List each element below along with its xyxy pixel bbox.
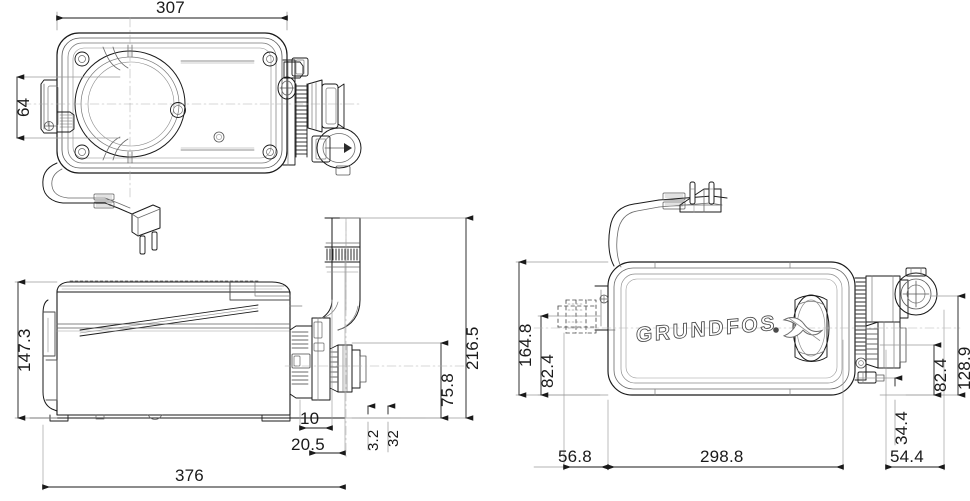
dim-front-height: 147.3: [15, 328, 34, 372]
dim-right-right-ext: 54.4: [890, 447, 924, 466]
dim-right-inlet-height: 82.4: [538, 354, 557, 388]
dim-right-height: 164.8: [516, 323, 535, 367]
dim-front-b: 20.5: [291, 435, 325, 454]
dim-right-low-port: 34.4: [892, 411, 911, 445]
dim-right-port-height: 82.4: [931, 358, 950, 392]
dim-front-d: 32: [385, 429, 402, 447]
dimension-lines: [14, 11, 966, 491]
dim-top-offset: 64: [14, 97, 33, 117]
dim-front-outlet-height: 75.8: [438, 373, 457, 407]
svg-text:GRUNDFOS: GRUNDFOS: [636, 312, 777, 347]
front-view-geometry: [29, 217, 367, 422]
dim-front-a: 10: [300, 409, 320, 428]
dim-front-c: 3.2: [365, 429, 382, 451]
dim-front-width: 376: [175, 466, 204, 485]
dim-right-outlet-height: 128.9: [955, 346, 970, 390]
dim-right-body-width: 298.8: [700, 447, 744, 466]
dim-front-total-height: 216.5: [463, 326, 482, 370]
top-view-geometry: [40, 32, 362, 255]
dim-top-width: 307: [156, 0, 185, 17]
right-view-geometry: [557, 181, 938, 396]
dim-right-left-ext: 56.8: [558, 447, 592, 466]
